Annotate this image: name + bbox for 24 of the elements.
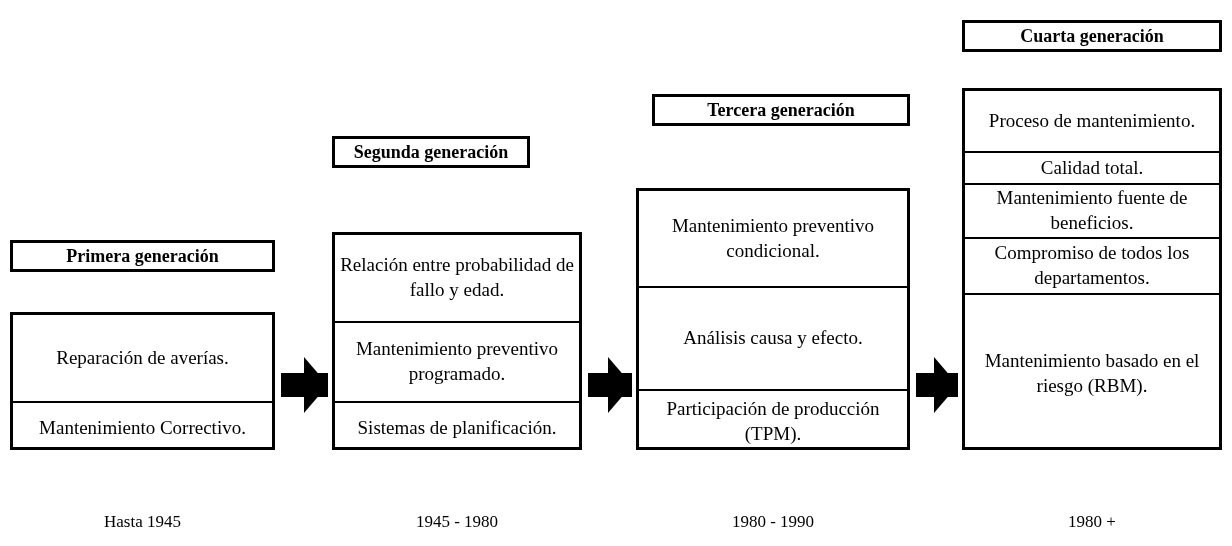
column-heading: Tercera generación (652, 94, 910, 126)
block-arrow (281, 357, 328, 413)
text-cell: Compromiso de todos los departamentos. (965, 237, 1219, 293)
text-cell: Participación de producción (TPM). (639, 389, 907, 453)
text-cell: Análisis causa y efecto. (639, 286, 907, 389)
text-cell: Mantenimiento basado en el riesgo (RBM). (965, 293, 1219, 453)
text-cell: Proceso de mantenimiento. (965, 91, 1219, 151)
text-cell: Sistemas de planificación. (335, 401, 579, 453)
text-cell: Mantenimiento preventivo condicional. (639, 191, 907, 286)
column-heading: Segunda generación (332, 136, 530, 168)
text-cell: Mantenimiento preventivo programado. (335, 321, 579, 401)
year-label: Hasta 1945 (103, 512, 182, 532)
year-label: 1945 - 1980 (414, 512, 500, 532)
text-cell: Calidad total. (965, 151, 1219, 183)
column-heading: Cuarta generación (962, 20, 1222, 52)
text-cell: Reparación de averías. (13, 315, 272, 401)
text-cell: Mantenimiento Correctivo. (13, 401, 272, 453)
year-label: 1980 - 1990 (730, 512, 816, 532)
text-cell: Mantenimiento fuente de beneficios. (965, 183, 1219, 237)
block-arrow (588, 357, 632, 413)
year-label: 1980 + (1067, 512, 1117, 532)
block-arrow (916, 357, 958, 413)
column-heading: Primera generación (10, 240, 275, 272)
text-cell: Relación entre probabilidad de fallo y edad. (335, 235, 579, 321)
